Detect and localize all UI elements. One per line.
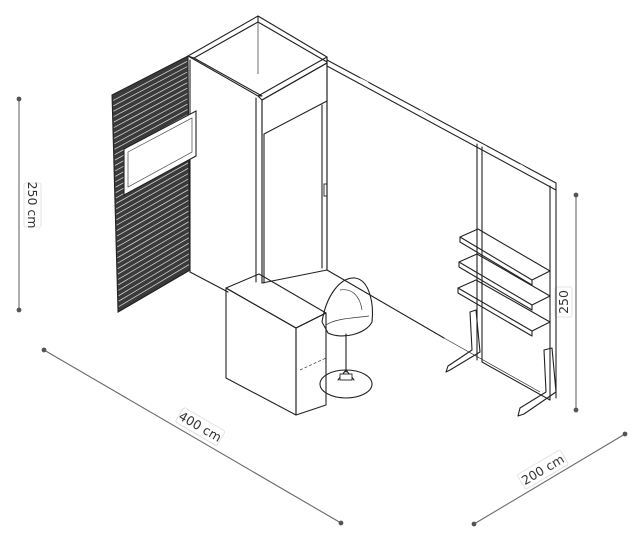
wall-slat [117, 221, 189, 264]
dimension-depth-side: 200 cm [471, 431, 628, 527]
wall-slat [113, 87, 188, 128]
wall-slat [117, 226, 189, 269]
dimension-label-height-left: 250 cm [25, 182, 40, 229]
door-handle-icon [323, 183, 328, 197]
wall-slat [115, 162, 189, 204]
dimension-height-left: 250 cm [16, 96, 42, 313]
wall-slat [112, 60, 188, 101]
wall-slat [115, 168, 189, 210]
wall-slat [116, 189, 189, 231]
wall-slat [116, 173, 189, 215]
wall-slat [118, 258, 190, 302]
back-right-wall [326, 59, 557, 401]
storage-door [261, 62, 328, 284]
wall-slat [118, 264, 190, 307]
wall-slat [118, 248, 190, 291]
wall-slat [113, 71, 188, 112]
wall-slat [117, 210, 189, 253]
wall-slat [113, 66, 188, 107]
wall-slat [114, 103, 188, 145]
wall-slat [116, 178, 189, 221]
shelf-foot-left [445, 309, 481, 373]
dimension-height-right: 250 [554, 192, 579, 413]
wall-slat [113, 93, 188, 134]
wall-slat [117, 216, 189, 259]
dimension-label-height-right: 250 [556, 290, 571, 314]
dimension-width-front: 400 cm [41, 347, 344, 526]
slatted-wall [111, 55, 197, 313]
ceiling-frame [187, 15, 328, 101]
shelf-bottom [457, 279, 551, 337]
wall-slat [117, 237, 189, 280]
wall-slat [114, 109, 188, 150]
reception-counter [225, 273, 327, 416]
wall-slat [116, 200, 189, 242]
chair [319, 277, 374, 399]
wall-slat [117, 232, 189, 275]
shelf-top [459, 228, 551, 286]
wall-slat [118, 242, 189, 286]
back-left-wall [189, 59, 263, 293]
wall-slat [113, 77, 188, 118]
shelf-unit [445, 228, 557, 417]
shelf-middle [458, 253, 551, 311]
floor-outline [189, 269, 541, 393]
wall-slat [114, 98, 188, 139]
shelf-foot-right [517, 347, 557, 417]
wall-slat [117, 205, 189, 248]
wall-slat [113, 82, 188, 123]
wall-slat [116, 184, 189, 226]
wall-slat [118, 253, 190, 297]
wall-slat [116, 194, 189, 237]
